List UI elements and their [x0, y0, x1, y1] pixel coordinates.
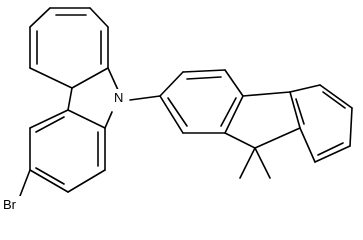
- nitrogen-atom: N: [112, 89, 126, 105]
- chemical-structure-diagram: N Br: [2, 7, 353, 212]
- fluorene-right-benzene-ring: [289, 84, 353, 163]
- bromine-label: Br: [3, 197, 17, 212]
- carbazole-upper-benzene-ring: [29, 7, 109, 89]
- nitrogen-label: N: [114, 90, 123, 105]
- bromine-atom: Br: [2, 196, 26, 212]
- fluorene-left-benzene-ring: [159, 69, 244, 134]
- c-br-bond: [19, 169, 31, 197]
- n-aryl-bond: [129, 95, 161, 101]
- carbazole-pyrrole-ring: [67, 67, 119, 129]
- fluorene-five-membered-ring: [224, 91, 301, 149]
- carbazole-lower-benzene-ring: [29, 109, 106, 193]
- gem-dimethyl-group: [239, 147, 271, 179]
